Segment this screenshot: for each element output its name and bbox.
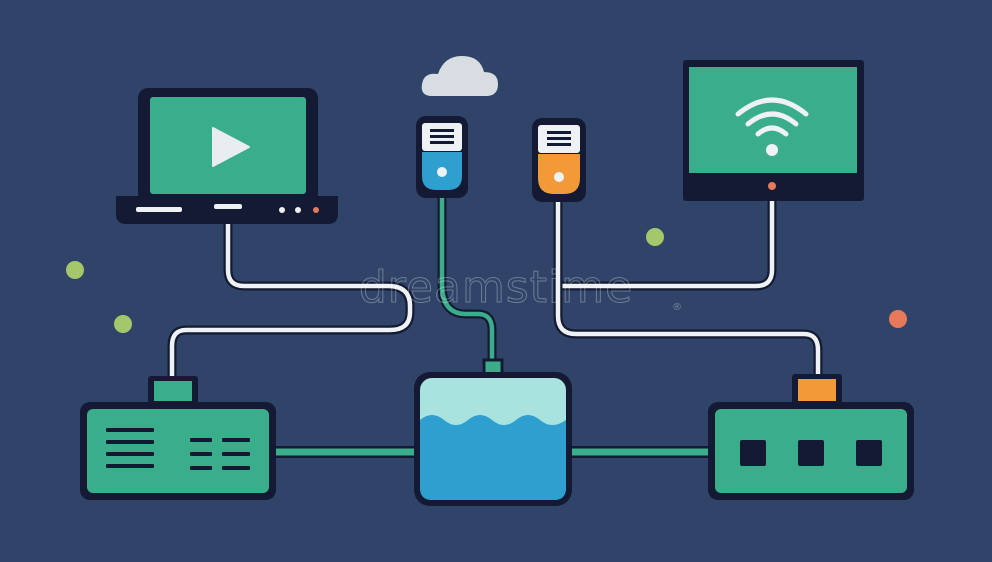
play-icon [212, 127, 250, 167]
server-icon-right [708, 374, 914, 500]
laptop-led-3 [313, 207, 319, 213]
laptop-led-2 [295, 207, 301, 213]
wifi-icon [735, 97, 809, 137]
usb-orange-line-2 [547, 137, 571, 140]
switch-left-body [87, 409, 269, 493]
water-tank-icon [414, 358, 572, 506]
laptop-led-1 [279, 207, 285, 213]
wifi-dot [766, 144, 778, 156]
usb-blue-line-2 [430, 135, 454, 138]
switch-left-port [154, 381, 192, 401]
laptop-touchpad [214, 204, 242, 209]
dot-orange-right [889, 310, 907, 328]
monitor-icon [683, 60, 864, 201]
laptop-base-slot [136, 207, 182, 212]
cable-monitor [557, 197, 775, 289]
dot-green-left-lower [114, 315, 132, 333]
switch-left-vents-a [106, 428, 154, 468]
decorative-dots [66, 228, 907, 333]
switch-left-vents-b [190, 438, 250, 470]
watermark-registered-mark: ® [672, 302, 682, 313]
cables [167, 191, 823, 458]
network-switch-icon-left [80, 376, 276, 500]
laptop-icon [116, 88, 338, 224]
server-slot-2 [798, 440, 824, 466]
cable-usb-orange [555, 197, 821, 381]
server-port [798, 379, 836, 401]
usb-blue-line-1 [430, 129, 454, 132]
cloud-icon [421, 56, 498, 96]
usb-blue-dot [437, 167, 447, 177]
usb-orange-line-3 [547, 143, 571, 146]
usb-orange-dot [554, 172, 564, 182]
usb-orange-line-1 [547, 131, 571, 134]
laptop-base [116, 196, 338, 224]
server-slot-3 [856, 440, 882, 466]
monitor-power-led [768, 182, 776, 190]
usb-plug-icon-blue [416, 116, 468, 198]
watermark-text: dreamstime [358, 262, 634, 314]
usb-plug-icon-orange [532, 118, 586, 202]
server-slot-1 [740, 440, 766, 466]
cable-laptop [169, 219, 413, 383]
dot-green-left-upper [66, 261, 84, 279]
tank-water [420, 415, 566, 500]
dot-green-center [646, 228, 664, 246]
cable-usb-blue [439, 193, 495, 369]
usb-blue-line-3 [430, 141, 454, 144]
monitor-screen [689, 67, 857, 173]
